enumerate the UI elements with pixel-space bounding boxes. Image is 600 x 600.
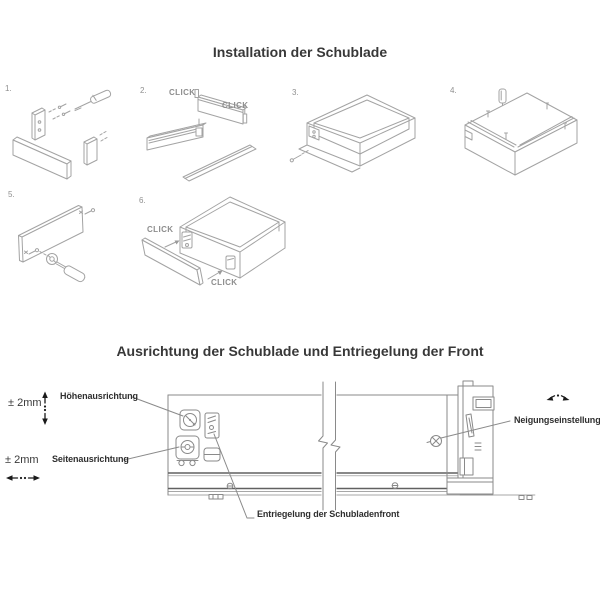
screw-icons — [24, 208, 96, 255]
rear-bracket — [446, 380, 536, 500]
side-range-arrow-icon — [6, 475, 40, 481]
screwdriver-icon — [74, 89, 112, 112]
click-label: CLICK — [169, 88, 196, 97]
bottom-panel — [182, 144, 257, 182]
drawer-front-panel — [12, 136, 72, 180]
drawer-frame — [298, 94, 416, 173]
click-label: CLICK — [147, 225, 174, 234]
height-adjust-dial — [179, 409, 201, 431]
step-2-illustration — [146, 89, 257, 182]
side-panel-right — [194, 89, 248, 125]
step-6-illustration — [141, 196, 286, 286]
catch-bracket — [225, 255, 236, 270]
step-6-number: 6. — [139, 196, 146, 205]
height-tolerance-label: ± 2mm — [8, 397, 42, 409]
alignment-diagram — [6, 380, 570, 519]
step-4-illustration — [464, 88, 578, 176]
height-range-arrow-icon — [42, 391, 48, 425]
alignment-title: Ausrichtung der Schublade und Entriegelu… — [116, 343, 484, 359]
side-adjust-dial — [175, 435, 200, 467]
tilt-adjust-label: Neigungseinstellung — [514, 415, 600, 425]
fixing-pins — [486, 102, 567, 140]
drawer-front-panel — [141, 237, 204, 286]
step-1-number: 1. — [5, 84, 12, 93]
screw-icon — [289, 149, 310, 163]
release-button — [203, 447, 221, 462]
side-panel-left — [146, 118, 207, 151]
assembly-arrows — [164, 240, 223, 280]
slide-rail — [308, 125, 320, 141]
drawer-box — [179, 196, 286, 279]
step-3-illustration — [289, 94, 416, 173]
mounting-bracket-right — [83, 131, 108, 166]
step-1-illustration — [12, 89, 112, 180]
screw-icons — [48, 103, 71, 120]
step-3-number: 3. — [292, 88, 299, 97]
bottom-screws — [226, 482, 399, 490]
mounting-bracket-left — [31, 107, 46, 141]
height-adjust-label: Höhenausrichtung — [60, 391, 138, 401]
step-5-number: 5. — [8, 190, 15, 199]
drawer-box — [464, 92, 578, 176]
installation-title: Installation der Schublade — [212, 44, 388, 60]
front-release-latch — [204, 412, 220, 439]
section-break-marks — [318, 380, 341, 512]
screwdriver-icon — [38, 250, 86, 283]
step-4-number: 4. — [450, 86, 457, 95]
release-latch-plate — [181, 231, 193, 249]
front-release-label: Entriegelung der Schubladenfront — [257, 509, 400, 519]
front-feet — [208, 494, 224, 500]
tilt-adjust-screw — [426, 435, 442, 447]
click-label: CLICK — [222, 101, 249, 110]
step-5-illustration — [18, 205, 96, 283]
side-tolerance-label: ± 2mm — [5, 454, 39, 466]
leader-lines — [123, 396, 511, 519]
tilt-range-arrow-icon — [546, 394, 570, 401]
step-2-number: 2. — [140, 86, 147, 95]
side-adjust-label: Seitenausrichtung — [52, 454, 129, 464]
click-label: CLICK — [211, 278, 238, 287]
